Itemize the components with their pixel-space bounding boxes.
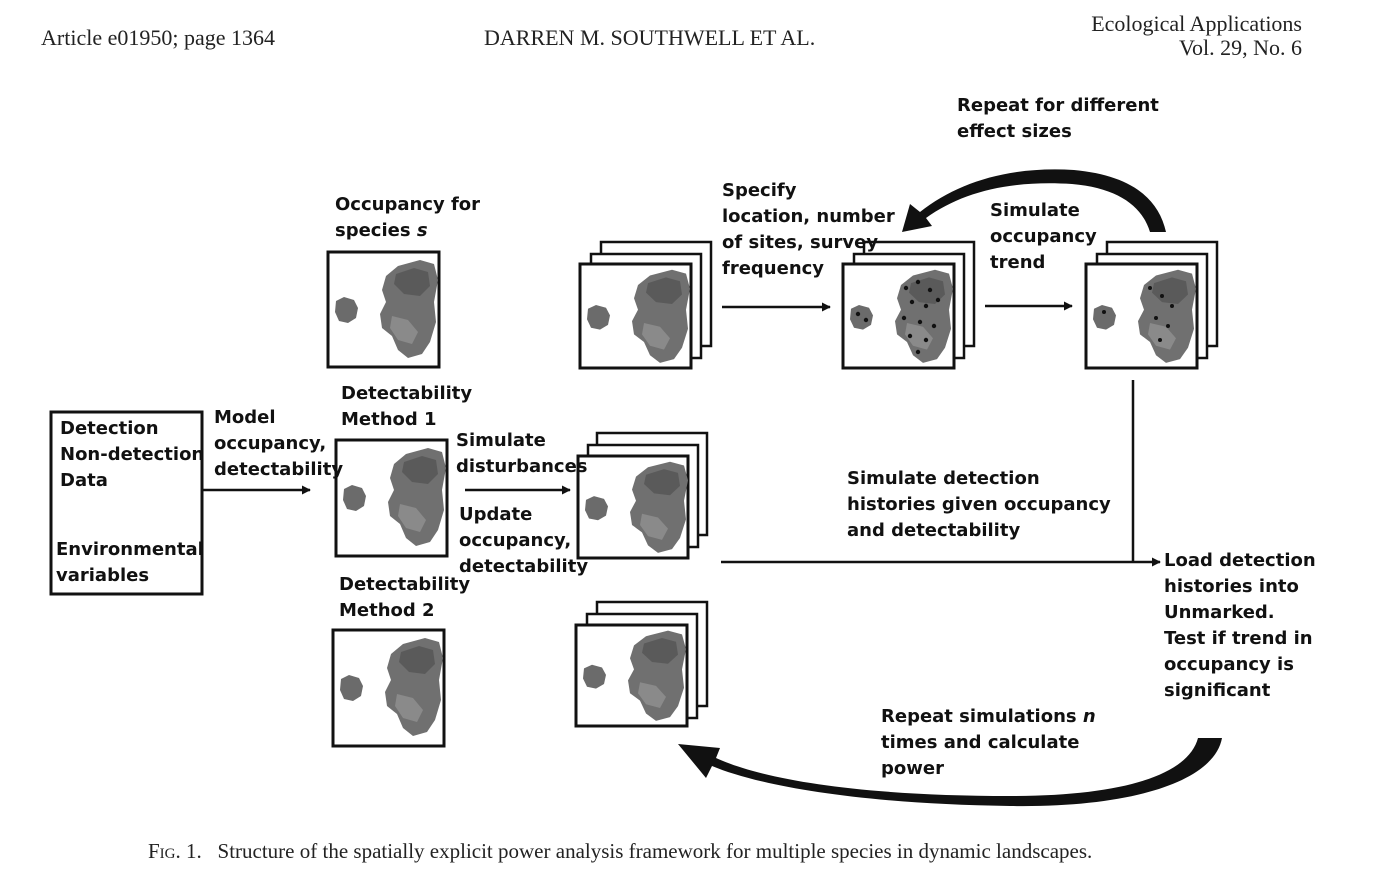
input-data-box [49,410,204,596]
input-line-data: Data [60,470,108,491]
occupancy-label: Occupancy for species s [335,192,480,244]
simulate-detection-histories-label: Simulate detection histories given occup… [847,466,1111,544]
trend-line1: Simulate [990,200,1080,221]
figure-number: Fig. 1. [148,839,202,863]
load-line4: Test if trend in [1164,628,1313,649]
input-line-detection: Detection [60,418,159,439]
framework-diagram [49,169,1222,807]
curved-arrow-repeat-simulations [678,738,1222,807]
load-line3: Unmarked. [1164,602,1275,623]
dethist-line1: Simulate detection [847,468,1040,489]
repeatsim-n-var: n [1082,706,1096,727]
environmental-variables-label: Environmental variables [56,537,204,589]
repeat-effect-line1: Repeat for different [957,95,1159,116]
update-label: Update occupancy, detectability [459,502,588,580]
repeat-simulations-label: Repeat simulations n times and calculate… [881,704,1096,782]
detectability-method2-label: Detectability Method 2 [339,572,470,624]
trend-line3: trend [990,252,1046,273]
occupancy-line2: species s [335,218,480,244]
occupancy-species-var: s [416,220,428,241]
load-detection-label: Load detection histories into Unmarked. … [1164,548,1316,704]
load-line5: occupancy is [1164,654,1294,675]
detect2-line2: Method 2 [339,600,435,621]
detectability-method2-map [331,628,446,748]
simulate-trend-label: Simulate occupancy trend [990,198,1097,276]
journal-name: Ecological Applications [1091,11,1302,36]
model-line2: occupancy, [214,433,327,454]
figure-caption: Fig. 1. Structure of the spatially expli… [148,838,1092,864]
occupancy-map [326,250,441,369]
occupancy-trend-stack-map [1084,240,1219,370]
update-line3: detectability [459,556,589,577]
running-header-left: Article e01950; page 1364 [41,25,275,50]
detect2-line1: Detectability [339,574,471,595]
repeatsim-line1-prefix: Repeat simulations [881,706,1083,727]
load-line1: Load detection [1164,550,1316,571]
input-line-variables: variables [56,565,150,586]
curved-arrow-repeat-effect [902,169,1166,232]
input-line-nondetection: Non-detection [60,444,205,465]
update-line2: occupancy, [459,530,572,551]
detect1-line1: Detectability [341,383,473,404]
detect1-line2: Method 1 [341,409,437,430]
specify-line2: location, number [722,206,895,227]
repeatsim-line1: Repeat simulations n [881,704,1096,730]
occupancy-stack-map [578,240,713,370]
dethist-line2: histories given occupancy [847,494,1111,515]
load-line2: histories into [1164,576,1299,597]
occupancy-line1: Occupancy for [335,194,481,215]
specify-line3: of sites, survey [722,232,879,253]
simulate-disturbances-label: Simulate disturbances [456,428,588,480]
detectability-stack-map [574,600,709,728]
model-line1: Model [214,407,276,428]
caption-text: Structure of the spatially explicit powe… [217,839,1093,863]
model-line3: detectability [214,459,344,480]
repeatsim-line3: power [881,758,944,779]
repeat-effect-sizes-label: Repeat for different effect sizes [957,93,1159,145]
update-line1: Update [459,504,533,525]
dethist-line3: and detectability [847,520,1021,541]
trend-line2: occupancy [990,226,1097,247]
survey-sites-stack-map [841,240,976,370]
load-line6: significant [1164,680,1271,701]
disturbance-stack-map [576,431,709,560]
running-header-journal: Ecological Applications Vol. 29, No. 6 [1091,12,1302,60]
running-header-authors: DARREN M. SOUTHWELL ET AL. [484,25,816,50]
occupancy-line2-prefix: species [335,220,417,241]
detectability-method1-label: Detectability Method 1 [341,381,472,433]
model-label: Model occupancy, detectability [214,405,343,483]
specify-label: Specify location, number of sites, surve… [722,178,895,282]
disturb-line1: Simulate [456,430,546,451]
specify-line4: frequency [722,258,825,279]
disturb-line2: disturbances [456,456,588,477]
journal-volume: Vol. 29, No. 6 [1178,35,1302,60]
input-line-environmental: Environmental [56,539,204,560]
detectability-method1-map [334,438,449,558]
repeat-effect-line2: effect sizes [957,121,1072,142]
input-data-label: Detection Non-detection Data [60,416,204,494]
specify-line1: Specify [722,180,797,201]
repeatsim-line2: times and calculate [881,732,1080,753]
